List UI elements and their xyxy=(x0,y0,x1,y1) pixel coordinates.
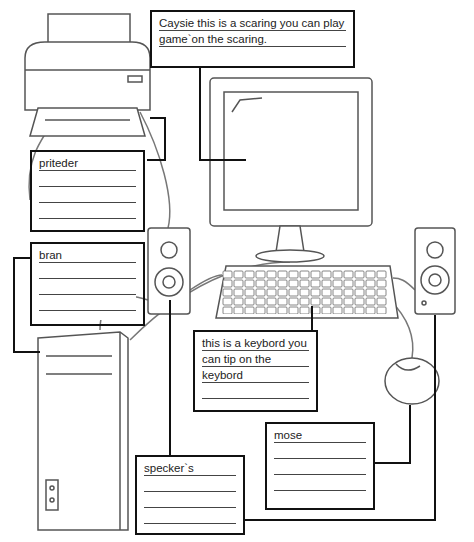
handwritten-answer: Caysie this is a scaring you can play ga… xyxy=(159,15,346,47)
mouse xyxy=(385,358,439,404)
handwritten-answer: this is a keybord you can tip on the key… xyxy=(202,335,309,383)
leader-lines xyxy=(14,68,435,520)
label-box: this is a keybord you can tip on the key… xyxy=(193,330,318,412)
computer-tower xyxy=(38,332,128,530)
label-box: specker`s xyxy=(135,455,245,535)
speakers xyxy=(148,228,455,314)
handwritten-answer: specker`s xyxy=(144,460,236,476)
handwritten-answer: priteder xyxy=(39,155,136,171)
label-box: priteder xyxy=(30,150,145,232)
label-box: Caysie this is a scaring you can play ga… xyxy=(150,10,355,68)
handwritten-answer: bran xyxy=(39,247,136,263)
label-box: mose xyxy=(265,422,375,510)
keyboard xyxy=(216,266,398,318)
monitor xyxy=(210,78,372,262)
handwritten-answer: mose xyxy=(274,427,366,443)
printer xyxy=(25,14,150,136)
label-box: bran xyxy=(30,242,145,326)
